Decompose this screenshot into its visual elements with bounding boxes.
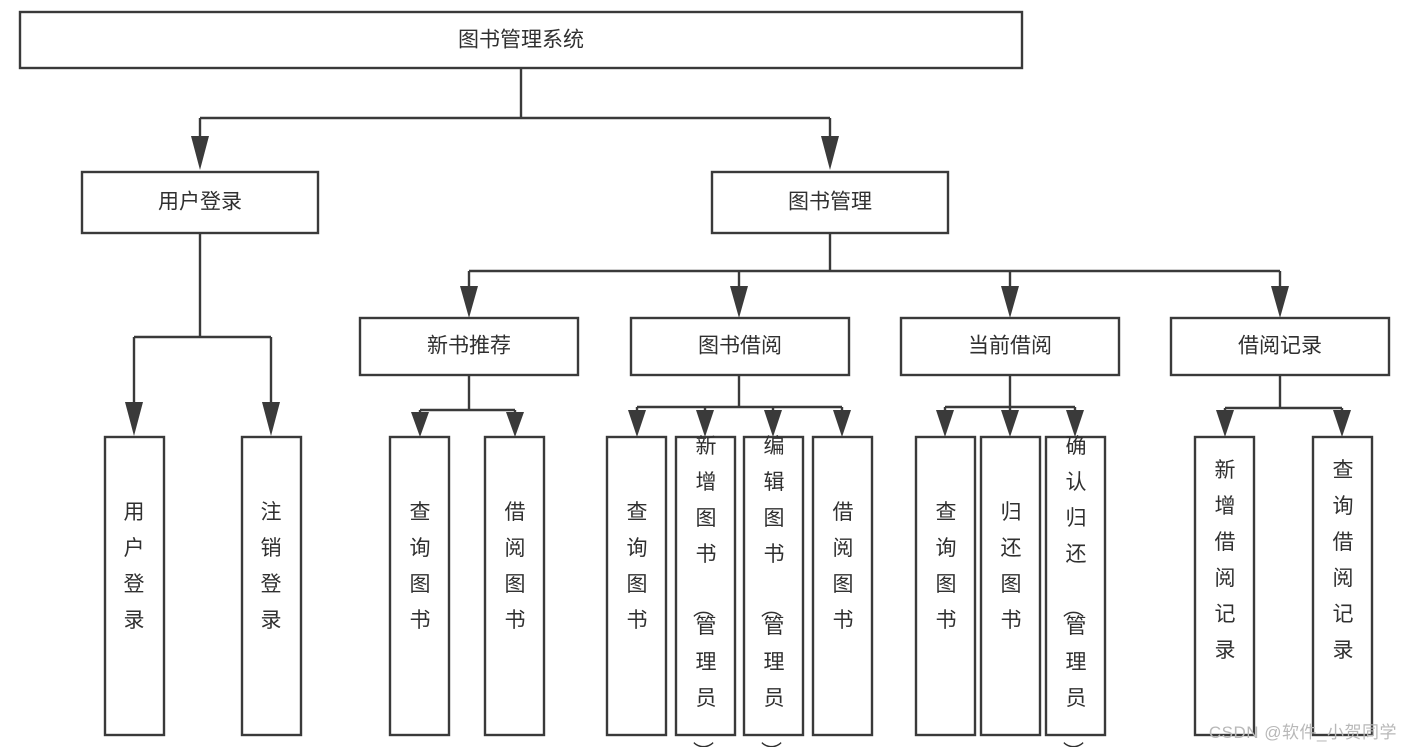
node-leaf-borrow-book-2-box[interactable] [811, 435, 874, 737]
node-new-book-recommend-box[interactable] [358, 316, 580, 377]
node-leaf-query-book-3-box[interactable] [914, 435, 977, 737]
node-root-label: 图书管理系统 [458, 29, 584, 52]
arrow-head-leaf-query-record [1333, 410, 1351, 437]
node-leaf-edit-book-box[interactable] [742, 435, 805, 737]
node-leaf-query-record-box[interactable] [1311, 435, 1374, 737]
arrow-head-leaf-add-book [696, 410, 714, 437]
node-user-login[interactable]: 用户登录 [80, 170, 320, 235]
node-leaf-borrow-book-2[interactable]: 借阅图书 [811, 435, 874, 737]
arrow-head-leaf-confirm-return [1066, 410, 1084, 437]
node-leaf-query-book-1[interactable]: 查询图书 [388, 435, 451, 737]
arrow-head-leaf-user-logout [262, 402, 280, 436]
node-leaf-add-book-label: 新增图书（管理员） [691, 435, 717, 747]
node-borrow-record-box[interactable] [1169, 316, 1391, 377]
node-leaf-borrow-book-1-label: 借阅图书 [505, 501, 526, 632]
node-borrow-record-label: 借阅记录 [1238, 335, 1322, 358]
node-leaf-borrow-book-1[interactable]: 借阅图书 [483, 435, 546, 737]
arrow-head-leaf-return-book [1001, 410, 1019, 437]
node-borrow-record[interactable]: 借阅记录 [1169, 316, 1391, 377]
arrow-head-book-manage [821, 136, 839, 170]
arrow-head-leaf-query-book-3 [936, 410, 954, 437]
node-leaf-add-record-box[interactable] [1193, 435, 1256, 737]
arrow-head-leaf-user-login [125, 402, 143, 436]
node-leaf-edit-book[interactable]: 编辑图书（管理员） [742, 435, 805, 747]
arrow-head-leaf-borrow-book-2 [833, 410, 851, 437]
node-leaf-confirm-return-label: 确认归还（管理员） [1061, 435, 1087, 747]
node-leaf-return-book-box[interactable] [979, 435, 1042, 737]
node-leaf-query-book-3[interactable]: 查询图书 [914, 435, 977, 737]
node-leaf-query-book-1-label: 查询图书 [410, 501, 431, 632]
node-root-box[interactable] [18, 10, 1024, 70]
node-current-borrow-label: 当前借阅 [968, 335, 1052, 358]
arrow-head-leaf-add-record [1216, 410, 1234, 437]
node-leaf-user-login-box[interactable] [103, 435, 166, 737]
node-leaf-user-logout-label: 注销登录 [261, 501, 282, 632]
node-leaf-borrow-book-1-box[interactable] [483, 435, 546, 737]
node-leaf-query-book-2-box[interactable] [605, 435, 668, 737]
node-leaf-return-book-label: 归还图书 [1001, 501, 1022, 632]
node-leaf-add-book[interactable]: 新增图书（管理员） [674, 435, 737, 747]
node-leaf-user-login[interactable]: 用户登录 [103, 435, 166, 737]
node-book-borrow-box[interactable] [629, 316, 851, 377]
node-user-login-box[interactable] [80, 170, 320, 235]
node-leaf-query-book-2-label: 查询图书 [627, 501, 648, 632]
node-leaf-add-record[interactable]: 新增借阅记录 [1193, 435, 1256, 737]
node-root[interactable]: 图书管理系统 [18, 10, 1024, 70]
arrow-head-borrow-record [1271, 286, 1289, 318]
node-leaf-query-book-2[interactable]: 查询图书 [605, 435, 668, 737]
arrow-head-leaf-query-book-2 [628, 410, 646, 437]
arrow-head-leaf-borrow-book-1 [506, 412, 524, 437]
node-leaf-user-logout[interactable]: 注销登录 [240, 435, 303, 737]
node-leaf-add-book-box[interactable] [674, 435, 737, 737]
connector-group [125, 68, 1351, 437]
node-leaf-query-record-label: 查询借阅记录 [1333, 459, 1354, 662]
node-leaf-user-logout-box[interactable] [240, 435, 303, 737]
node-book-manage-box[interactable] [710, 170, 950, 235]
node-leaf-query-book-1-box[interactable] [388, 435, 451, 737]
node-leaf-add-record-label: 新增借阅记录 [1215, 459, 1236, 662]
node-current-borrow[interactable]: 当前借阅 [899, 316, 1121, 377]
node-user-login-label: 用户登录 [158, 191, 242, 214]
node-leaf-return-book[interactable]: 归还图书 [979, 435, 1042, 737]
node-book-borrow[interactable]: 图书借阅 [629, 316, 851, 377]
node-leaf-user-login-label: 用户登录 [124, 501, 145, 632]
node-new-book-recommend-label: 新书推荐 [427, 335, 511, 358]
arrow-head-leaf-edit-book [764, 410, 782, 437]
node-book-manage-label: 图书管理 [788, 191, 872, 214]
arrow-head-user-login [191, 136, 209, 170]
node-book-manage[interactable]: 图书管理 [710, 170, 950, 235]
node-leaf-confirm-return[interactable]: 确认归还（管理员） [1044, 435, 1107, 747]
node-leaf-query-book-3-label: 查询图书 [936, 501, 957, 632]
node-current-borrow-box[interactable] [899, 316, 1121, 377]
node-leaf-edit-book-label: 编辑图书（管理员） [759, 435, 785, 747]
node-leaf-borrow-book-2-label: 借阅图书 [833, 501, 854, 632]
node-leaf-query-record[interactable]: 查询借阅记录 [1311, 435, 1374, 737]
arrow-head-leaf-query-book-1 [411, 412, 429, 437]
node-new-book-recommend[interactable]: 新书推荐 [358, 316, 580, 377]
arrow-head-current-borrow [1001, 286, 1019, 318]
arrow-head-new-book-recommend [460, 286, 478, 318]
node-leaf-confirm-return-box[interactable] [1044, 435, 1107, 737]
arrow-head-book-borrow [730, 286, 748, 318]
node-book-borrow-label: 图书借阅 [698, 335, 782, 358]
